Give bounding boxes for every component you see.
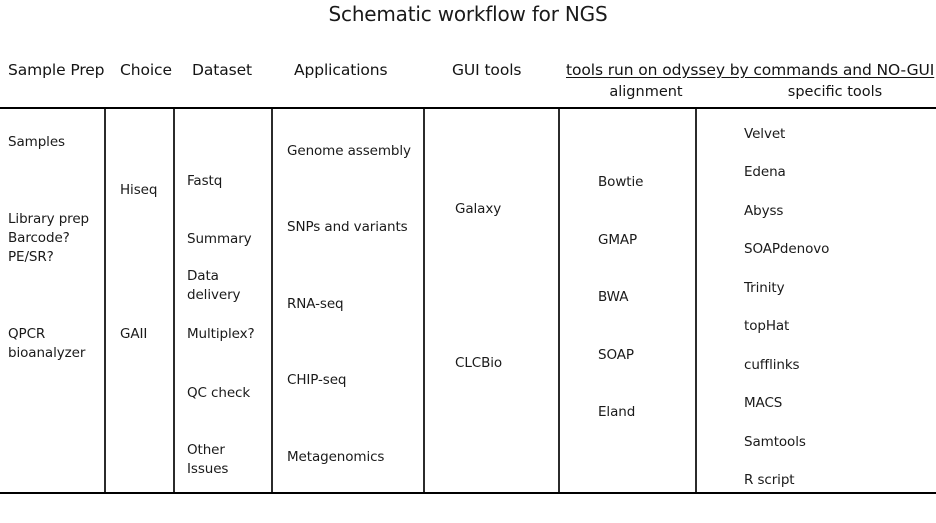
column-header-applications: Applications bbox=[294, 61, 388, 79]
cell-specific-tools-2: Abyss bbox=[744, 203, 784, 219]
column-divider-5 bbox=[558, 109, 560, 492]
cell-dataset-1: Summary bbox=[187, 231, 252, 247]
column-divider-6 bbox=[695, 109, 697, 492]
cell-sample-prep-0: Samples bbox=[8, 134, 65, 150]
column-divider-4 bbox=[423, 109, 425, 492]
column-header-specific-tools: specific tools bbox=[787, 84, 883, 100]
cell-applications-4: Metagenomics bbox=[287, 449, 385, 465]
cell-alignment-4: Eland bbox=[598, 404, 636, 420]
cell-applications-2: RNA-seq bbox=[287, 296, 344, 312]
cell-choice-1: GAII bbox=[120, 326, 148, 342]
cell-specific-tools-5: topHat bbox=[744, 318, 790, 334]
cell-specific-tools-7: MACS bbox=[744, 395, 783, 411]
cell-specific-tools-1: Edena bbox=[744, 164, 786, 180]
cell-specific-tools-4: Trinity bbox=[744, 280, 785, 296]
column-header-choice: Choice bbox=[120, 61, 172, 79]
column-header-sample-prep: Sample Prep bbox=[8, 61, 105, 79]
table-bottom-rule bbox=[0, 492, 936, 494]
cell-specific-tools-6: cufflinks bbox=[744, 357, 800, 373]
table-top-rule bbox=[0, 107, 936, 109]
cell-applications-0: Genome assembly bbox=[287, 143, 411, 159]
column-divider-1 bbox=[104, 109, 106, 492]
column-header-alignment: alignment bbox=[609, 84, 683, 100]
cell-specific-tools-9: R script bbox=[744, 472, 795, 488]
column-header-gui-tools: GUI tools bbox=[452, 61, 522, 79]
column-divider-3 bbox=[271, 109, 273, 492]
cell-sample-prep-2: QPCR bioanalyzer bbox=[8, 326, 86, 361]
cell-specific-tools-3: SOAPdenovo bbox=[744, 241, 830, 257]
page-title: Schematic workflow for NGS bbox=[328, 2, 608, 26]
cell-alignment-3: SOAP bbox=[598, 347, 634, 363]
column-header-odyssey-banner: tools run on odyssey by commands and NO-… bbox=[566, 61, 935, 79]
cell-dataset-5: Other Issues bbox=[187, 442, 229, 477]
cell-dataset-4: QC check bbox=[187, 385, 251, 401]
cell-choice-0: Hiseq bbox=[120, 182, 158, 198]
cell-gui-tools-1: CLCBio bbox=[455, 355, 503, 371]
cell-applications-1: SNPs and variants bbox=[287, 219, 408, 235]
column-header-dataset: Dataset bbox=[192, 61, 252, 79]
cell-alignment-1: GMAP bbox=[598, 232, 638, 248]
cell-dataset-2: Data delivery bbox=[187, 268, 241, 303]
cell-sample-prep-1: Library prep Barcode? PE/SR? bbox=[8, 211, 89, 265]
cell-specific-tools-0: Velvet bbox=[744, 126, 786, 142]
cell-alignment-2: BWA bbox=[598, 289, 629, 305]
column-divider-2 bbox=[173, 109, 175, 492]
cell-applications-3: CHIP-seq bbox=[287, 372, 347, 388]
cell-dataset-3: Multiplex? bbox=[187, 326, 255, 342]
cell-specific-tools-8: Samtools bbox=[744, 434, 806, 450]
cell-alignment-0: Bowtie bbox=[598, 174, 644, 190]
cell-gui-tools-0: Galaxy bbox=[455, 201, 502, 217]
cell-dataset-0: Fastq bbox=[187, 173, 223, 189]
